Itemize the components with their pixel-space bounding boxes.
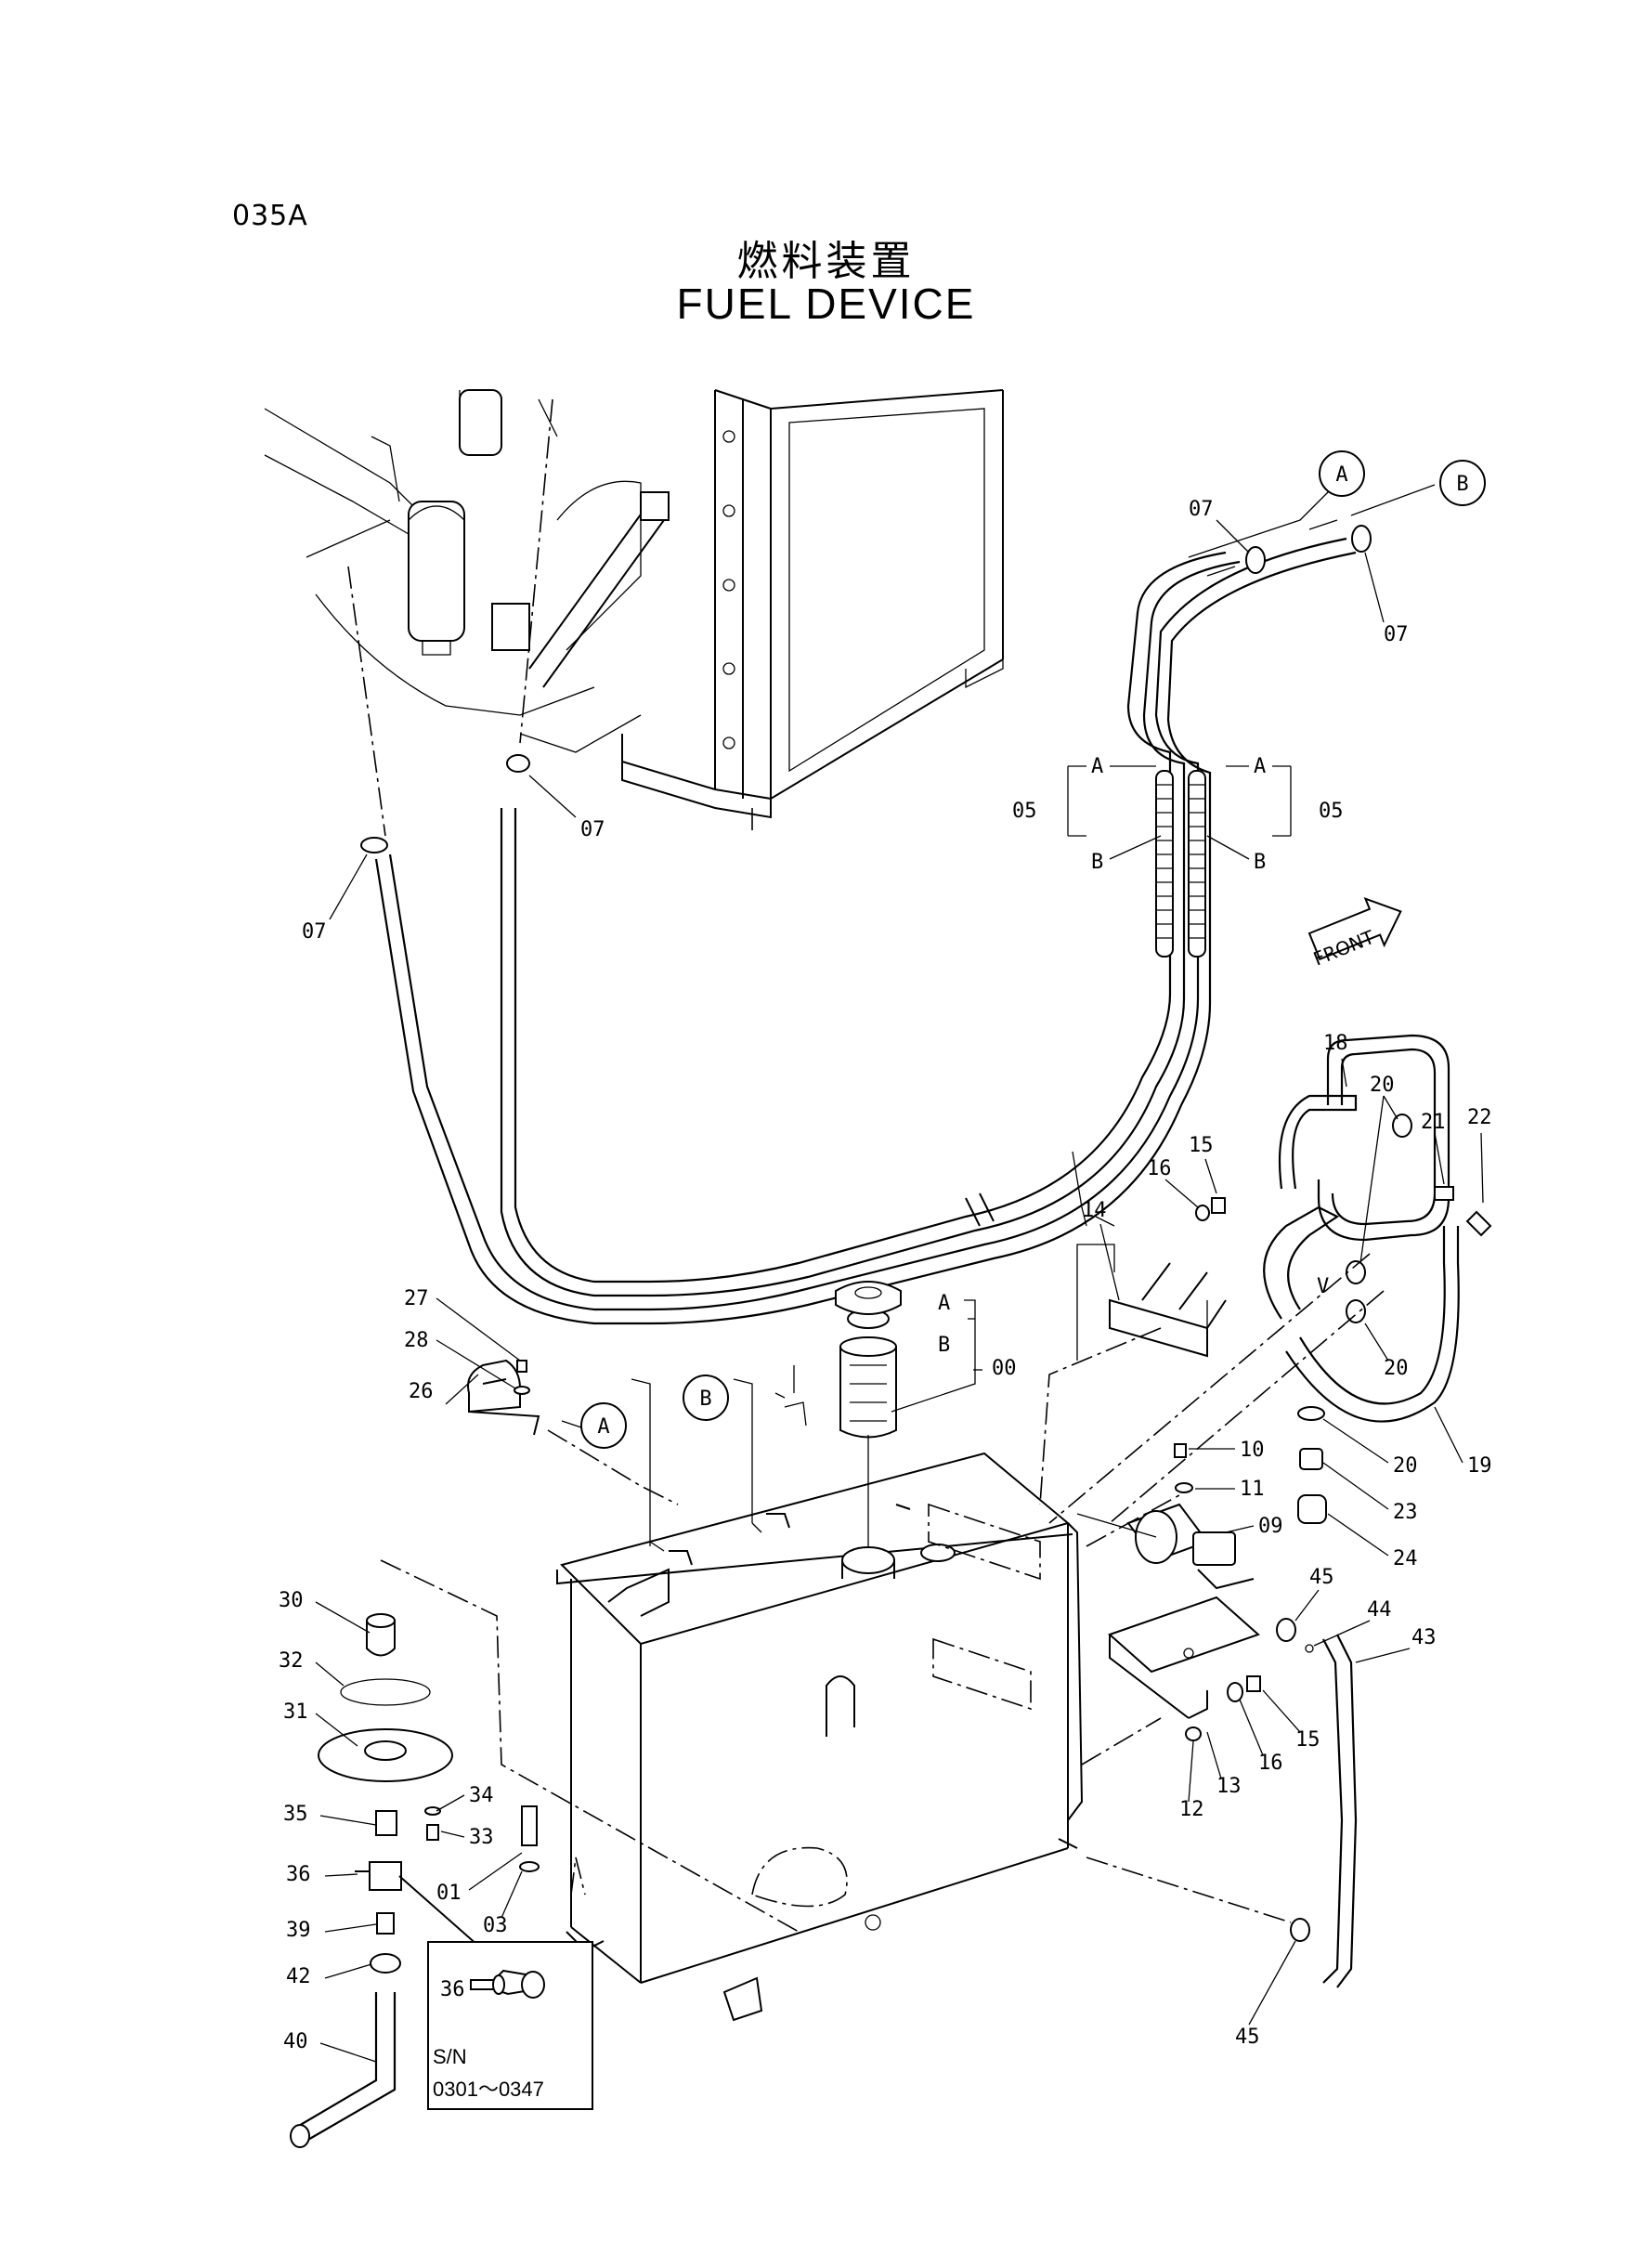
label-40: 40 (283, 2030, 308, 2053)
label-10: 10 (1240, 1439, 1265, 1462)
hose-clamps (360, 519, 1372, 853)
label-20-c: 20 (1393, 1454, 1418, 1478)
label-19: 19 (1467, 1454, 1492, 1478)
fuel-tank-drawing (556, 1281, 1084, 2022)
label-01: 01 (436, 1882, 462, 1905)
label-05-a-left: A (1091, 755, 1103, 778)
front-arrow (1307, 896, 1402, 961)
label-05-b-right: B (1254, 851, 1266, 874)
machine-frame-drawing (264, 389, 1004, 837)
label-11: 11 (1240, 1478, 1265, 1501)
label-36: 36 (286, 1863, 311, 1886)
callout-a-tank: A (597, 1415, 609, 1439)
inset-part-label: 36 (440, 1978, 465, 2001)
label-39: 39 (286, 1919, 311, 1942)
label-24: 24 (1393, 1547, 1418, 1570)
part-labels: 07 07 07 07 05 05 A A B B 18 20 21 22 15… (279, 498, 1492, 2053)
return-piping (1263, 1034, 1492, 1524)
label-v: V (1317, 1275, 1329, 1298)
label-00-b: B (938, 1334, 950, 1357)
label-07-a: 07 (1189, 498, 1214, 521)
label-32: 32 (279, 1649, 304, 1673)
label-07-b: 07 (1384, 623, 1409, 646)
label-34: 34 (469, 1784, 494, 1807)
label-03: 03 (483, 1914, 508, 1937)
label-14: 14 (1082, 1199, 1107, 1222)
label-16-b: 16 (1258, 1752, 1283, 1775)
label-05-a-right: A (1254, 755, 1266, 778)
callout-circle-b-tank (683, 1375, 729, 1421)
label-23: 23 (1393, 1501, 1418, 1524)
fuel-hoses (374, 537, 1357, 1325)
inset-fitting-drawing (470, 1969, 545, 1999)
label-27: 27 (404, 1287, 429, 1310)
label-00-a: A (938, 1292, 950, 1315)
label-42: 42 (286, 1965, 311, 1988)
label-33: 33 (469, 1826, 494, 1849)
leader-lines (380, 482, 1436, 1933)
label-21: 21 (1421, 1111, 1446, 1134)
label-44: 44 (1367, 1598, 1392, 1622)
label-leaders (315, 519, 1484, 2063)
label-45-a: 45 (1309, 1566, 1334, 1589)
label-07-c: 07 (580, 818, 605, 841)
label-18: 18 (1323, 1032, 1348, 1055)
label-05-right: 05 (1319, 800, 1344, 823)
label-16-a: 16 (1147, 1157, 1172, 1180)
pump-assembly (1126, 1443, 1255, 1590)
callout-b-tank: B (699, 1388, 711, 1411)
callout-b-top: B (1456, 473, 1468, 496)
label-30: 30 (279, 1589, 304, 1612)
label-13: 13 (1216, 1775, 1242, 1798)
label-20-a: 20 (1370, 1074, 1395, 1097)
label-05-left: 05 (1012, 800, 1037, 823)
label-12: 12 (1179, 1798, 1204, 1821)
page-code: 035A (232, 200, 308, 232)
title-japanese: 燃料装置 (736, 238, 916, 285)
right-parts (1185, 1197, 1358, 1988)
label-45-b: 45 (1235, 2026, 1260, 2049)
label-22: 22 (1467, 1106, 1492, 1129)
title-english: FUEL DEVICE (676, 280, 976, 328)
label-20-b: 20 (1384, 1357, 1409, 1380)
callout-circle-a (1319, 450, 1365, 497)
callout-circle-b (1439, 460, 1486, 506)
label-35: 35 (283, 1803, 308, 1826)
inset-serial-range: 0301～0347 (433, 2078, 544, 2101)
callout-circle-a-tank (580, 1402, 627, 1449)
label-00: 00 (992, 1357, 1017, 1380)
label-15-a: 15 (1189, 1134, 1214, 1157)
label-28: 28 (404, 1329, 429, 1352)
label-43: 43 (1411, 1626, 1437, 1649)
label-31: 31 (283, 1700, 308, 1724)
callout-a-top: A (1335, 463, 1347, 487)
inset-serial-label: S/N (433, 2045, 467, 2068)
label-26: 26 (409, 1380, 434, 1403)
serial-number-inset: 36 S/N 0301～0347 (427, 1941, 593, 2110)
label-07-d: 07 (302, 920, 327, 944)
brackets (1108, 1262, 1260, 1719)
front-label: FRONT (1310, 925, 1378, 970)
label-05-b-left: B (1091, 851, 1103, 874)
callouts (580, 450, 1486, 1449)
label-09: 09 (1258, 1515, 1283, 1538)
